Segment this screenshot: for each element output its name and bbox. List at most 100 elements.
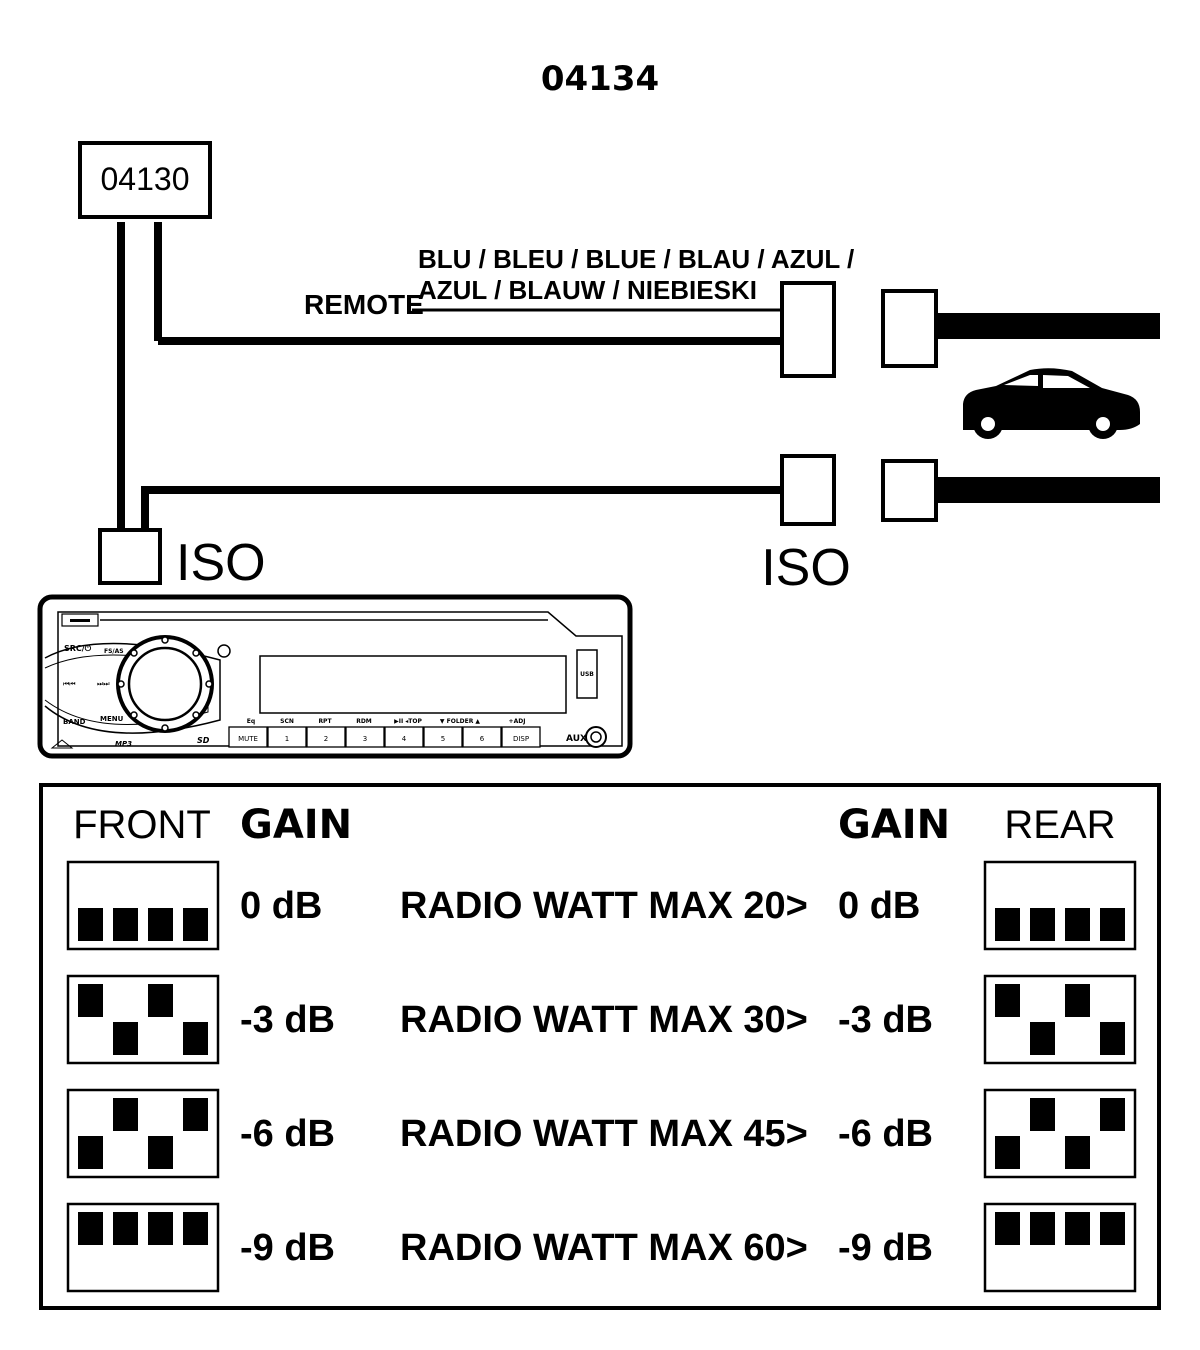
rear-gain-value: -3 dB	[838, 999, 933, 1041]
rear-label: REAR	[1004, 803, 1115, 847]
left-iso-label: ISO	[176, 534, 266, 592]
radio-menu-label: MENU	[100, 715, 124, 723]
radio-fs-label: FS/AS	[104, 648, 124, 655]
dip-switch-down	[148, 908, 173, 941]
dip-switch-up	[1030, 1098, 1055, 1131]
front-dip-switch	[66, 974, 220, 1065]
remote-label: REMOTE	[304, 289, 424, 320]
dip-switch-up	[1065, 1212, 1090, 1245]
radio-src-label: SRC/⏻	[64, 644, 92, 653]
dip-switch-down	[78, 1136, 103, 1169]
dip-switch-up	[113, 1212, 138, 1245]
radio-watt-note: RADIO WATT MAX 45>	[400, 1113, 808, 1155]
dip-switch-up	[1065, 984, 1090, 1017]
radio-next-label: ⏭⏭	[97, 681, 110, 688]
module-wires	[117, 222, 782, 530]
gain-table-rows: 0 dB RADIO WATT MAX 20> 0 dB -3 dB RADIO WAT…	[66, 860, 1137, 1293]
mp3-logo: MP3	[115, 740, 132, 748]
radio-watt-note: RADIO WATT MAX 30>	[400, 999, 808, 1041]
dip-switch-up	[183, 1098, 208, 1131]
dip-switch-up	[148, 984, 173, 1017]
aux-label: AUX	[566, 734, 587, 744]
dip-switch-down	[183, 1022, 208, 1055]
eject-icon	[50, 739, 74, 749]
dip-switch-up	[995, 1212, 1020, 1245]
rear-gain-value: -9 dB	[838, 1227, 933, 1269]
radio-preset-label: 2	[324, 735, 328, 743]
rear-dip-switch	[983, 1202, 1137, 1293]
radio-band-label: BAND	[63, 718, 86, 726]
radio-function-label: ▼ FOLDER ▲	[440, 718, 481, 725]
front-dip-switch	[66, 1202, 220, 1293]
rear-dip-switch	[983, 1088, 1137, 1179]
dip-switch-down	[1100, 908, 1125, 941]
radio-function-label: ▶II ◂TOP	[394, 718, 422, 725]
radio-preset-button[interactable]	[462, 726, 502, 748]
dip-switch-down	[995, 1136, 1020, 1169]
rear-dip-switch	[983, 860, 1137, 951]
dip-switch-down	[148, 1136, 173, 1169]
dip-switch-up	[78, 1212, 103, 1245]
dip-switch-down	[1100, 1022, 1125, 1055]
wire-color-line2: AZUL / BLAUW / NIEBIESKI	[418, 275, 757, 305]
radio-prev-label: ⏮⏮	[63, 681, 76, 688]
dip-switch-up	[1100, 1098, 1125, 1131]
dip-switch-down	[995, 908, 1020, 941]
sd-logo: SD	[197, 736, 210, 745]
rear-gain-value: -6 dB	[838, 1113, 933, 1155]
dip-switch-down	[1065, 908, 1090, 941]
front-gain-value: -6 dB	[240, 1113, 335, 1155]
radio-preset-label: DISP	[513, 735, 529, 743]
front-gain-value: 0 dB	[240, 885, 322, 927]
dip-switch-down	[183, 908, 208, 941]
gain-left-header: GAIN	[240, 802, 352, 848]
dip-switch-down	[1030, 1022, 1055, 1055]
wire-color-line1: BLU / BLEU / BLUE / BLAU / AZUL /	[418, 244, 854, 274]
dip-switch-down	[113, 908, 138, 941]
module-label: 04130	[101, 161, 190, 197]
gain-right-header: GAIN	[838, 802, 950, 848]
radio-watt-note: RADIO WATT MAX 20>	[400, 885, 808, 927]
radio-preset-button[interactable]	[501, 726, 541, 748]
car-icon	[963, 368, 1140, 439]
dip-switch-down	[1065, 1136, 1090, 1169]
front-gain-value: -9 dB	[240, 1227, 335, 1269]
adapter-connectors	[780, 281, 836, 526]
dip-switch-up	[113, 1098, 138, 1131]
radio-preset-button[interactable]	[423, 726, 463, 748]
radio-preset-label: 5	[441, 735, 445, 743]
radio-preset-label: 1	[285, 735, 289, 743]
radio-preset-button[interactable]	[228, 726, 268, 748]
module-box: 04130	[78, 141, 212, 219]
radio-preset-label: 3	[363, 735, 367, 743]
radio-function-labels: Eq SCN RPT RDM ▶II ◂TOP ▼ FOLDER ▲ +ADJ	[247, 718, 526, 725]
usb-port	[576, 649, 598, 699]
front-dip-switch	[66, 860, 220, 951]
radio-function-label: RPT	[318, 718, 332, 725]
dip-switch-up	[1030, 1212, 1055, 1245]
radio-preset-label: MUTE	[238, 735, 258, 743]
radio-function-label: SCN	[280, 718, 294, 725]
dip-switch-down	[1030, 908, 1055, 941]
dip-switch-up	[78, 984, 103, 1017]
radio-preset-label: 6	[480, 735, 485, 743]
radio-function-label: RDM	[356, 718, 372, 725]
radio-function-label: Eq	[247, 718, 255, 725]
radio-preset-button[interactable]	[345, 726, 385, 748]
radio-preset-button[interactable]	[384, 726, 424, 748]
front-dip-switch	[66, 1088, 220, 1179]
radio-display	[259, 655, 567, 714]
left-iso-connector	[98, 528, 162, 585]
dip-switch-down	[78, 908, 103, 941]
dip-switch-down	[113, 1022, 138, 1055]
vehicle-connectors	[881, 289, 1160, 522]
radio-preset-button[interactable]	[267, 726, 307, 748]
radio-function-label: +ADJ	[509, 718, 526, 725]
radio-preset-button[interactable]	[306, 726, 346, 748]
rear-gain-value: 0 dB	[838, 885, 920, 927]
usb-label: USB	[580, 671, 594, 678]
dip-switch-up	[1100, 1212, 1125, 1245]
